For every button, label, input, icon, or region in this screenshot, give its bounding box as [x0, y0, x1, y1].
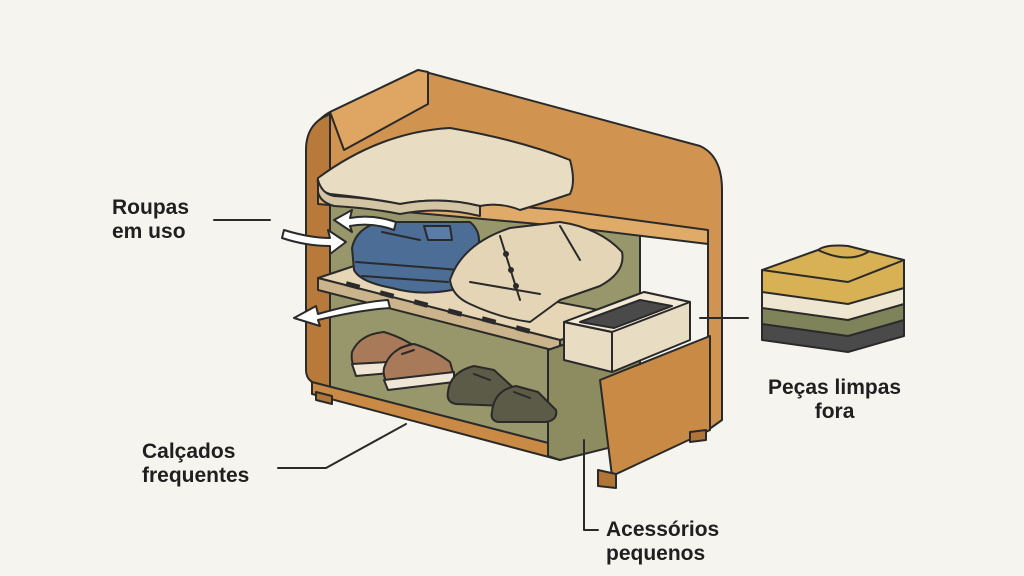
- label-acessorios-line2: pequenos: [606, 542, 706, 565]
- label-calcados-line1: Calçados: [142, 440, 236, 463]
- cabinet-top-edge: [329, 69, 429, 151]
- leader-lines: [213, 219, 749, 531]
- label-roupas-line1: Roupas: [112, 196, 190, 219]
- folded-clothes-stack-icon: [761, 244, 905, 353]
- label-acessorios-line1: Acessórios: [606, 518, 720, 541]
- leg-right: [689, 429, 707, 443]
- cabinet-left-side: [305, 113, 331, 391]
- cabinet-right-front: [599, 335, 711, 477]
- arrow-out-mid: [293, 299, 391, 327]
- leader-calcados: [277, 423, 407, 469]
- label-pecas-line2: fora: [814, 400, 855, 423]
- cushion-front: [317, 179, 481, 217]
- flow-arrows: [281, 209, 397, 327]
- leg-front: [597, 469, 617, 489]
- shoes-icon: [446, 365, 558, 423]
- shelf-slats: [345, 281, 531, 334]
- label-acessorios-pequenos: Acessórios pequenos: [606, 518, 719, 566]
- arrow-in-top: [281, 229, 347, 255]
- leader-acessorios: [583, 439, 599, 531]
- shirt-icon: [449, 221, 624, 323]
- leg-left: [315, 391, 333, 405]
- label-calcados-line2: frequentes: [142, 464, 250, 487]
- arrow-up-left: [333, 209, 397, 233]
- label-roupas-em-uso: Roupas em uso: [112, 196, 189, 244]
- label-pecas-limpas-fora: Peças limpas fora: [768, 376, 901, 424]
- sneakers-icon: [350, 331, 455, 391]
- label-roupas-line2: em uso: [112, 220, 186, 243]
- label-calcados-frequentes: Calçados frequentes: [142, 440, 249, 488]
- label-pecas-line1: Peças limpas: [768, 376, 902, 399]
- accessory-box-icon: [563, 291, 691, 373]
